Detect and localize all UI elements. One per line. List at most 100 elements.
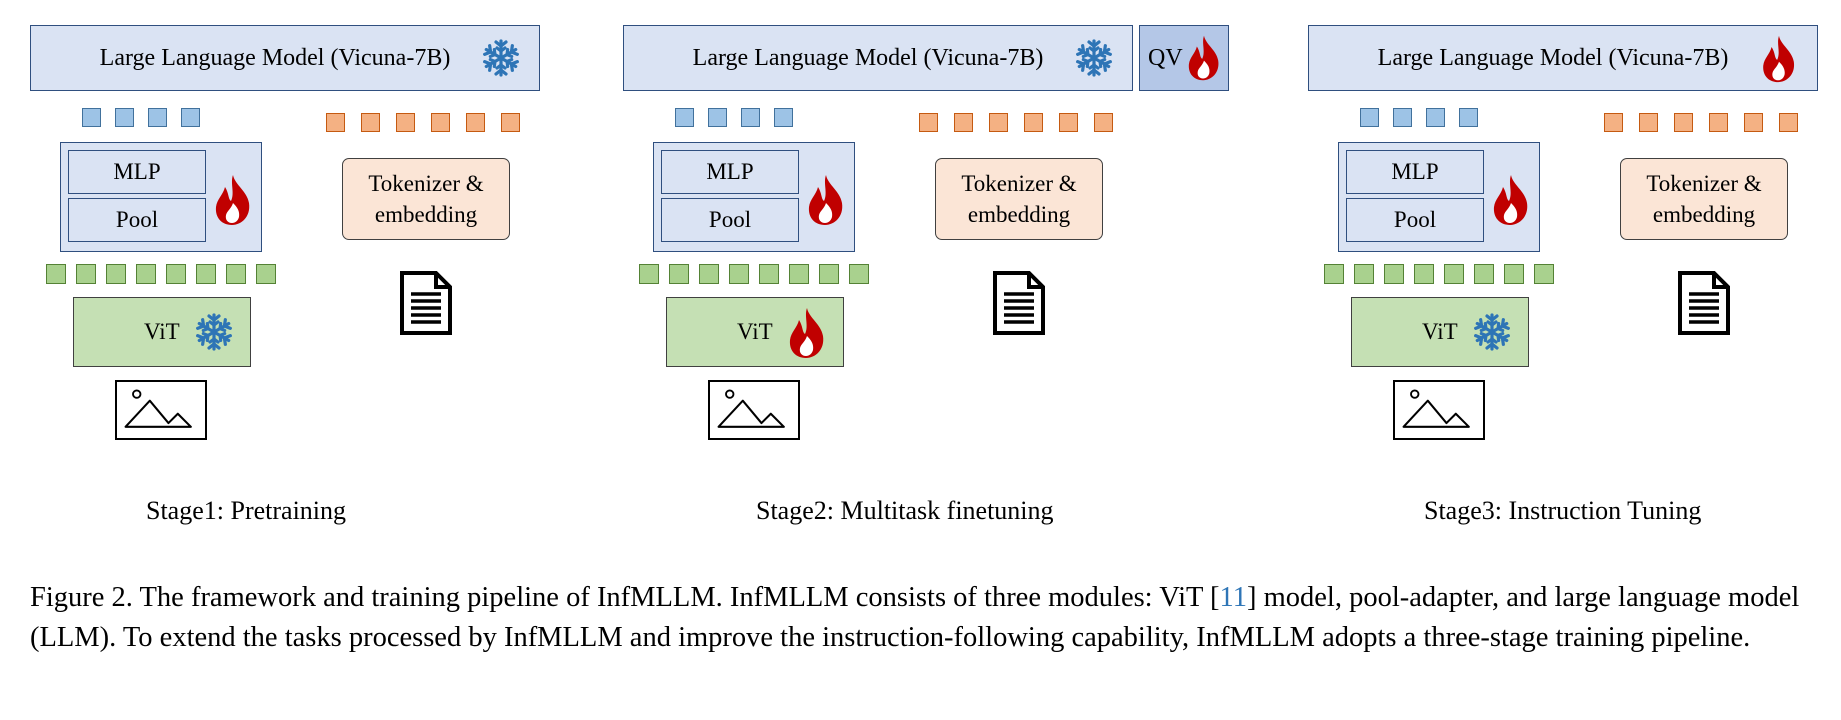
caption-text-1: Figure 2. The framework and training pip… xyxy=(30,582,1220,613)
visual-token xyxy=(1459,108,1478,127)
text-token xyxy=(361,113,380,132)
tokenizer-line2: embedding xyxy=(374,202,478,227)
llm-label: Large Language Model (Vicuna-7B) xyxy=(692,44,1044,71)
patch-token xyxy=(1474,264,1494,284)
visual-token xyxy=(1360,108,1379,127)
vit-label: ViT xyxy=(1422,319,1458,344)
patch-token xyxy=(669,264,689,284)
mlp-box: MLP xyxy=(68,150,206,194)
text-token xyxy=(919,113,938,132)
text-token xyxy=(466,113,485,132)
patch-token xyxy=(1504,264,1524,284)
document-icon xyxy=(399,270,453,336)
patch-token xyxy=(226,264,246,284)
snowflake-icon xyxy=(1472,312,1512,352)
vit-label: ViT xyxy=(144,319,180,344)
text-token xyxy=(1674,113,1693,132)
patch-token xyxy=(1354,264,1374,284)
patch-token xyxy=(46,264,66,284)
image-icon xyxy=(115,380,207,440)
text-token xyxy=(1744,113,1763,132)
text-token xyxy=(1779,113,1798,132)
text-token-row xyxy=(919,113,1113,132)
pool-box: Pool xyxy=(661,198,799,242)
visual-token xyxy=(675,108,694,127)
llm-box: Large Language Model (Vicuna-7B) xyxy=(623,25,1133,91)
flame-icon xyxy=(1184,34,1224,82)
visual-token-row xyxy=(82,108,200,127)
llm-label: Large Language Model (Vicuna-7B) xyxy=(1377,44,1729,71)
pool-adapter: MLP Pool xyxy=(653,142,855,252)
patch-token-row xyxy=(46,264,276,284)
image-icon xyxy=(1393,380,1485,440)
image-icon xyxy=(708,380,800,440)
flame-icon xyxy=(806,173,846,227)
patch-token xyxy=(1414,264,1434,284)
llm-box: Large Language Model (Vicuna-7B) xyxy=(30,25,540,91)
stage-label: Stage2: Multitask finetuning xyxy=(756,496,1054,525)
visual-token-row xyxy=(675,108,793,127)
patch-token xyxy=(256,264,276,284)
patch-token xyxy=(759,264,779,284)
vit-box: ViT xyxy=(1351,297,1529,367)
patch-token xyxy=(699,264,719,284)
qv-box: QV xyxy=(1139,25,1229,91)
vit-box: ViT xyxy=(666,297,844,367)
patch-token xyxy=(196,264,216,284)
visual-token xyxy=(741,108,760,127)
text-token xyxy=(501,113,520,132)
visual-token-row xyxy=(1360,108,1478,127)
visual-token xyxy=(1426,108,1445,127)
patch-token xyxy=(1324,264,1344,284)
stage-3-panel: Large Language Model (Vicuna-7B) MLP Poo… xyxy=(1278,0,1841,540)
patch-token xyxy=(1534,264,1554,284)
text-token xyxy=(989,113,1008,132)
text-token xyxy=(1059,113,1078,132)
tokenizer-box: Tokenizer & embedding xyxy=(935,158,1103,240)
text-token xyxy=(326,113,345,132)
pool-adapter: MLP Pool xyxy=(60,142,262,252)
flame-icon xyxy=(1491,173,1531,227)
figure-caption: Figure 2. The framework and training pip… xyxy=(30,578,1820,658)
flame-icon xyxy=(787,306,827,360)
vit-label: ViT xyxy=(737,319,773,344)
tokenizer-line1: Tokenizer & xyxy=(1646,171,1762,196)
document-icon xyxy=(992,270,1046,336)
stage-label: Stage1: Pretraining xyxy=(146,496,347,525)
snowflake-icon xyxy=(1074,38,1114,78)
text-token-row xyxy=(326,113,520,132)
tokenizer-line1: Tokenizer & xyxy=(368,171,484,196)
tokenizer-line2: embedding xyxy=(967,202,1071,227)
llm-box: Large Language Model (Vicuna-7B) xyxy=(1308,25,1818,91)
vit-box: ViT xyxy=(73,297,251,367)
patch-token-row xyxy=(1324,264,1554,284)
citation-link[interactable]: 11 xyxy=(1219,582,1247,613)
visual-token xyxy=(148,108,167,127)
stage-2-panel: Large Language Model (Vicuna-7B) MLP Poo… xyxy=(593,0,1193,540)
patch-token xyxy=(106,264,126,284)
text-token xyxy=(1024,113,1043,132)
patch-token xyxy=(166,264,186,284)
text-token xyxy=(431,113,450,132)
tokenizer-box: Tokenizer & embedding xyxy=(342,158,510,240)
qv-label: QV xyxy=(1148,44,1183,71)
pool-adapter: MLP Pool xyxy=(1338,142,1540,252)
text-token xyxy=(1639,113,1658,132)
caption-text-2: ] model, pool-adapter, and large languag… xyxy=(30,582,1800,653)
text-token xyxy=(1604,113,1623,132)
visual-token xyxy=(708,108,727,127)
tokenizer-line1: Tokenizer & xyxy=(961,171,1077,196)
patch-token xyxy=(789,264,809,284)
stage-label: Stage3: Instruction Tuning xyxy=(1424,496,1702,525)
mlp-box: MLP xyxy=(1346,150,1484,194)
snowflake-icon xyxy=(481,38,521,78)
visual-token xyxy=(774,108,793,127)
patch-token xyxy=(136,264,156,284)
patch-token xyxy=(849,264,869,284)
patch-token xyxy=(819,264,839,284)
visual-token xyxy=(181,108,200,127)
flame-icon xyxy=(1759,34,1799,84)
llm-label: Large Language Model (Vicuna-7B) xyxy=(99,44,451,71)
pool-box: Pool xyxy=(68,198,206,242)
pool-box: Pool xyxy=(1346,198,1484,242)
